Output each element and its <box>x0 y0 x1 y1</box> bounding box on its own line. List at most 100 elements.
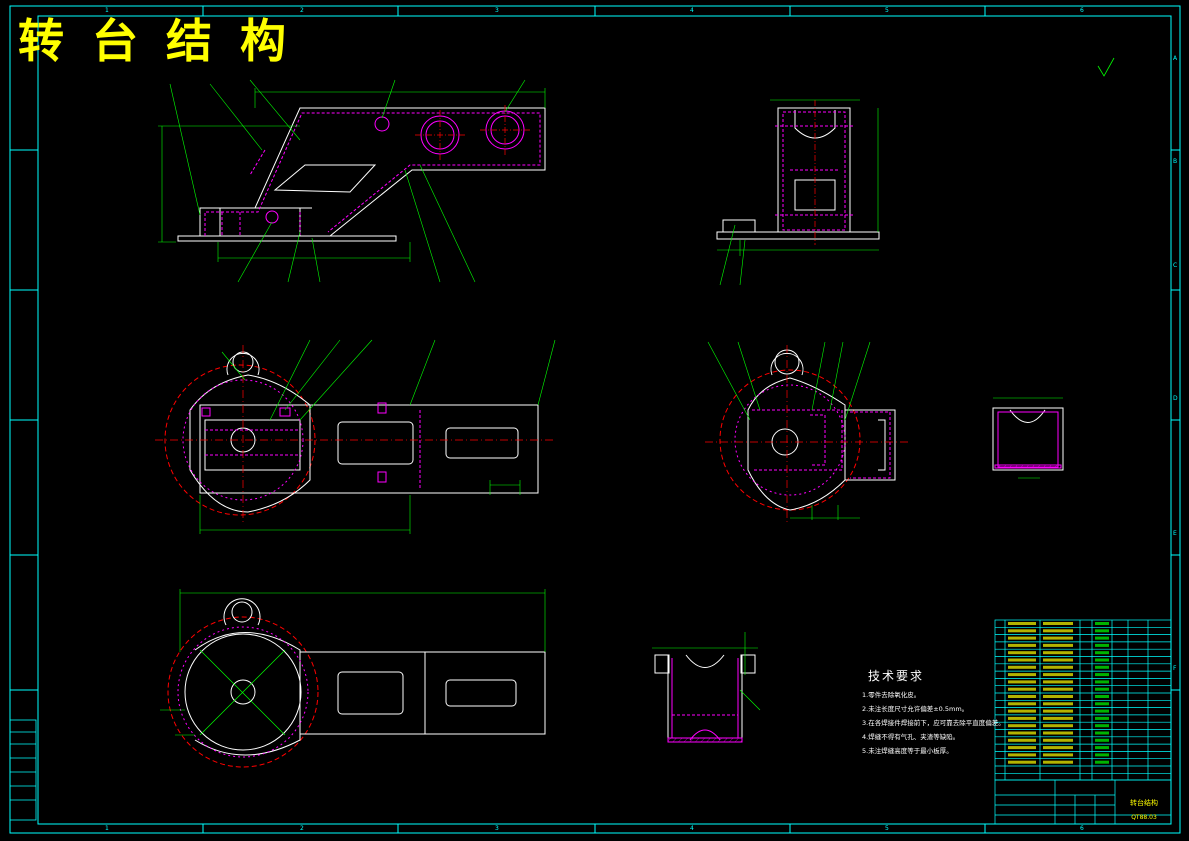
parts-list-entry-mark <box>1095 760 1109 764</box>
parts-list-entry-mark <box>1008 629 1036 633</box>
parts-list-table <box>994 619 1172 781</box>
parts-list-entry-mark <box>1008 687 1036 691</box>
parts-list-entry-mark <box>1095 636 1109 640</box>
parts-list-entry-mark <box>1095 731 1109 735</box>
parts-list-entry-mark <box>1095 746 1109 750</box>
tech-requirement-item: 3.在各焊接件焊接前下，应可靠去除平直度偏差。 <box>862 719 1005 727</box>
parts-list-entry-mark <box>1043 731 1073 735</box>
parts-list-entry-mark <box>1095 680 1109 684</box>
parts-list-entry-mark <box>1043 622 1073 625</box>
parts-list-entry-mark <box>1008 716 1036 720</box>
parts-list-entry-mark <box>1043 651 1073 655</box>
zone-col-label: 3 <box>495 825 499 832</box>
section-c-view <box>652 632 761 743</box>
parts-list-entry-mark <box>1043 746 1073 750</box>
zone-col-label: 6 <box>1080 7 1084 14</box>
parts-list-entry-mark <box>1043 673 1073 677</box>
front-elevation-view <box>158 79 546 283</box>
zone-col-label: 4 <box>690 825 694 832</box>
plan-view <box>155 339 556 534</box>
zone-row-label: A <box>1173 55 1178 62</box>
surface-finish-symbol <box>1097 57 1115 77</box>
parts-list-entry-mark <box>1043 724 1073 728</box>
zone-col-label: 6 <box>1080 825 1084 832</box>
tech-requirement-item: 2.未注长度尺寸允许偏差±0.5mm。 <box>862 705 969 713</box>
parts-list-entry-mark <box>1008 680 1036 684</box>
zone-col-label: 4 <box>690 7 694 14</box>
parts-list-entry-mark <box>1043 680 1073 684</box>
section-b-view <box>992 397 1064 479</box>
drawing-title: 转 台 结 构 <box>18 14 293 68</box>
parts-list-entry-mark <box>1043 738 1073 742</box>
zone-row-label: F <box>1173 665 1177 672</box>
parts-list-entry-mark <box>1043 760 1073 764</box>
parts-list-entry-mark <box>1008 746 1036 750</box>
parts-list-entry-mark <box>1043 658 1073 662</box>
section-view <box>705 341 910 525</box>
zone-col-label: 2 <box>300 7 304 14</box>
parts-list-entry-mark <box>1008 709 1036 713</box>
tech-requirements-heading: 技术要求 <box>868 669 925 683</box>
parts-list-entry-mark <box>1008 622 1036 625</box>
parts-list-entry-mark <box>1008 695 1036 698</box>
parts-list-entry-mark <box>1008 636 1036 640</box>
parts-list-entry-mark <box>1095 716 1109 720</box>
title-block-code: QT88.03 <box>1131 814 1157 821</box>
tech-requirement-item: 4.焊缝不得有气孔、夹渣等缺陷。 <box>862 733 960 741</box>
zone-col-label: 1 <box>105 825 109 832</box>
parts-list-entry-mark <box>1043 643 1073 647</box>
parts-list-entry-mark <box>1095 622 1109 625</box>
parts-list-entry-mark <box>1008 731 1036 735</box>
parts-list-entry-mark <box>1095 702 1109 706</box>
zone-row-label: D <box>1173 395 1178 402</box>
side-elevation-view <box>716 99 880 286</box>
parts-list-entry-mark <box>1095 643 1109 647</box>
parts-list-entry-mark <box>1043 636 1073 640</box>
parts-list-entry-mark <box>1095 651 1109 655</box>
parts-list-entry-mark <box>1008 738 1036 742</box>
title-block <box>994 779 1172 825</box>
parts-list-entry-mark <box>1095 665 1109 669</box>
parts-list-entry-mark <box>1095 695 1109 698</box>
parts-list-text <box>1008 622 1109 764</box>
parts-list-entry-mark <box>1043 687 1073 691</box>
tech-requirement-item: 1.零件去除氧化皮。 <box>862 691 921 699</box>
zone-col-label: 3 <box>495 7 499 14</box>
parts-list-entry-mark <box>1095 687 1109 691</box>
parts-list-entry-mark <box>1008 760 1036 764</box>
parts-list-entry-mark <box>1043 709 1073 713</box>
left-revision-strip <box>9 719 37 821</box>
zone-row-label: C <box>1173 262 1178 269</box>
parts-list-entry-mark <box>1043 702 1073 706</box>
parts-list-entry-mark <box>1008 643 1036 647</box>
zone-col-label: 1 <box>105 7 109 14</box>
parts-list-entry-mark <box>1095 709 1109 713</box>
parts-list-entry-mark <box>1008 702 1036 706</box>
parts-list-entry-mark <box>1095 658 1109 662</box>
title-block-name: 转台结构 <box>1130 799 1158 807</box>
parts-list-entry-mark <box>1043 665 1073 669</box>
parts-list-entry-mark <box>1008 651 1036 655</box>
parts-list-entry-mark <box>1043 629 1073 633</box>
bottom-plan-view <box>160 589 546 768</box>
parts-list-entry-mark <box>1043 753 1073 757</box>
parts-list-entry-mark <box>1043 695 1073 698</box>
zone-col-label: 2 <box>300 825 304 832</box>
drawing-frame <box>9 5 1181 834</box>
zone-col-label: 5 <box>885 825 889 832</box>
parts-list-entry-mark <box>1008 665 1036 669</box>
tech-requirements-list: 1.零件去除氧化皮。 2.未注长度尺寸允许偏差±0.5mm。 3.在各焊接件焊接… <box>862 688 1005 758</box>
parts-list-entry-mark <box>1095 673 1109 677</box>
parts-list-entry-mark <box>1043 716 1073 720</box>
parts-list-entry-mark <box>1008 724 1036 728</box>
zone-row-label: E <box>1173 530 1177 537</box>
zone-row-label: B <box>1173 158 1178 165</box>
parts-list-entry-mark <box>1095 753 1109 757</box>
parts-list-entry-mark <box>1008 658 1036 662</box>
parts-list-entry-mark <box>1008 673 1036 677</box>
parts-list-entry-mark <box>1095 724 1109 728</box>
parts-list-entry-mark <box>1095 738 1109 742</box>
parts-list-entry-mark <box>1008 753 1036 757</box>
zone-col-label: 5 <box>885 7 889 14</box>
